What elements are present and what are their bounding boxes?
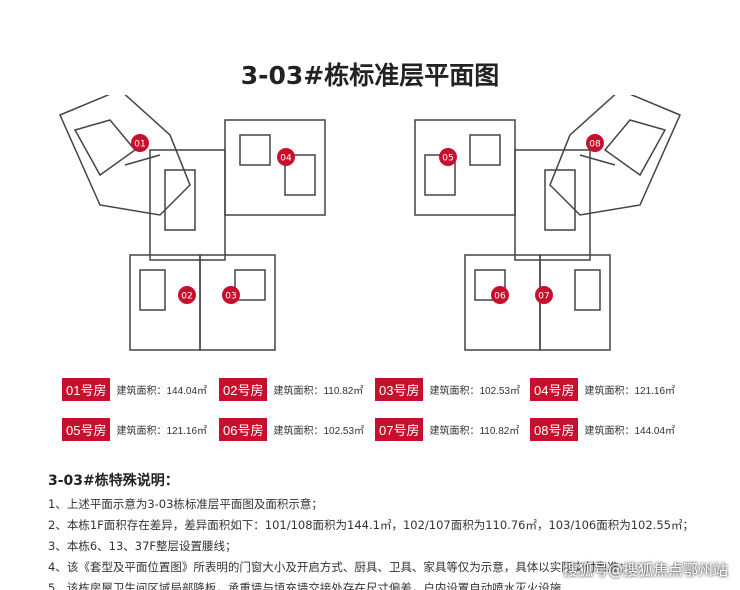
unit-marker: 02 (178, 286, 196, 304)
unit-marker: 07 (535, 286, 553, 304)
unit-badge: 03号房 (375, 378, 424, 401)
unit-badge: 06号房 (219, 418, 268, 441)
unit-marker: 08 (586, 134, 604, 152)
unit-area: 建筑面积：110.82㎡ (273, 386, 364, 397)
unit-legend-item: 05号房建筑面积：121.16㎡ (62, 418, 207, 441)
svg-text:08: 08 (589, 140, 601, 150)
svg-text:03: 03 (225, 292, 236, 302)
unit-legend-item: 06号房建筑面积：102.53㎡ (219, 418, 364, 441)
unit-area: 建筑面积：121.16㎡ (116, 426, 208, 437)
note-line: 5、该栋房屋卫生间区域局部降板，承重墙与填充墙交接处存在尺寸偏差，户内设置自动喷… (48, 581, 562, 590)
note-line: 3、本栋6、13、37F整层设置腰线； (48, 539, 237, 553)
svg-text:01: 01 (134, 140, 145, 150)
notes-heading: 3-03#栋特殊说明： (48, 473, 179, 489)
note-line: 4、该《套型及平面位置图》所表明的门窗大小及开启方式、厨具、卫具、家具等仅为示意… (48, 560, 631, 574)
unit-badge: 05号房 (62, 418, 111, 441)
unit-badge: 02号房 (219, 378, 268, 401)
unit-marker: 06 (491, 286, 509, 304)
unit-marker: 05 (439, 148, 457, 166)
unit-badge: 01号房 (62, 378, 111, 401)
unit-badge: 04号房 (530, 378, 579, 401)
unit-badge: 07号房 (375, 418, 424, 441)
unit-legend-item: 02号房建筑面积：110.82㎡ (219, 378, 363, 401)
unit-marker: 01 (131, 134, 149, 152)
unit-legend-item: 01号房建筑面积：144.04㎡ (62, 378, 207, 401)
note-line: 2、本栋1F面积存在差异，差异面积如下：101/108面积为144.1㎡，102… (48, 518, 694, 532)
unit-legend-item: 07号房建筑面积：110.82㎡ (375, 418, 519, 441)
svg-text:07: 07 (538, 292, 549, 302)
page-title: 3-03#栋标准层平面图 (240, 61, 500, 90)
svg-text:02: 02 (181, 292, 192, 302)
svg-text:06: 06 (494, 292, 506, 302)
svg-text:05: 05 (442, 154, 453, 164)
unit-marker: 04 (277, 148, 295, 166)
note-line: 1、上述平面示意为3-03栋标准层平面图及面积示意； (48, 497, 323, 511)
unit-marker: 03 (222, 286, 240, 304)
unit-area: 建筑面积：144.04㎡ (116, 386, 208, 397)
unit-legend-item: 08号房建筑面积：144.04㎡ (530, 418, 675, 441)
unit-area: 建筑面积：144.04㎡ (584, 426, 676, 437)
unit-area: 建筑面积：102.53㎡ (273, 426, 365, 437)
floor-plan: 01 02 03 04 05 06 07 08 (59, 95, 681, 351)
unit-area: 建筑面积：121.16㎡ (584, 386, 676, 397)
unit-legend-item: 03号房建筑面积：102.53㎡ (375, 378, 520, 401)
unit-area: 建筑面积：110.82㎡ (429, 426, 520, 437)
svg-text:04: 04 (280, 154, 292, 164)
unit-area: 建筑面积：102.53㎡ (429, 386, 521, 397)
unit-badge: 08号房 (530, 418, 579, 441)
unit-legend-item: 04号房建筑面积：121.16㎡ (530, 378, 675, 401)
notes-section: 3-03#栋特殊说明： 1、上述平面示意为3-03栋标准层平面图及面积示意； 2… (48, 470, 728, 590)
watermark: 搜狐号@搜狐焦点鄂州站 (562, 561, 728, 579)
